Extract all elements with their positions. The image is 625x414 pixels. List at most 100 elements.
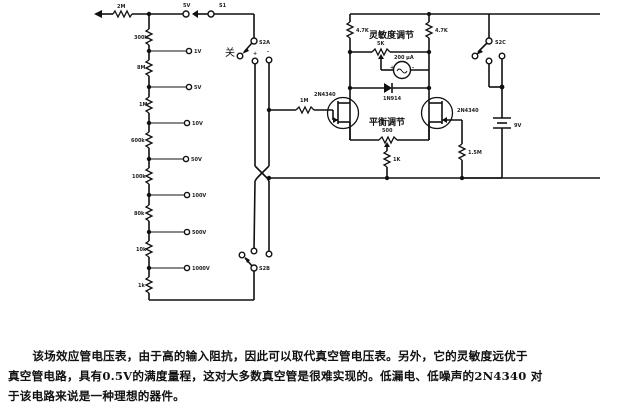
tap-label: 10V bbox=[192, 121, 203, 127]
tap-label: 50V bbox=[191, 157, 202, 163]
tap-terminal[interactable] bbox=[183, 228, 191, 236]
drain-left-label: 4.7K bbox=[356, 28, 370, 34]
cross-wiring bbox=[253, 63, 600, 253]
switch-5v-label: 5V bbox=[183, 3, 190, 9]
switch-s2b[interactable]: S2B bbox=[238, 247, 273, 300]
s2b-label: S2B bbox=[259, 266, 270, 272]
divider-resistor-label: 600k bbox=[131, 138, 145, 144]
right-resistor: 1.5M bbox=[457, 120, 482, 181]
terminal-off bbox=[236, 52, 244, 60]
fet-right-label: 2N4340 bbox=[457, 108, 479, 114]
diode-label: 1N914 bbox=[383, 96, 402, 102]
resistor bbox=[295, 105, 315, 115]
tap-label: 500V bbox=[192, 230, 206, 236]
drain-right-label: 4.7K bbox=[435, 28, 449, 34]
divider-resistor-label: 8M bbox=[137, 65, 145, 71]
terminal bbox=[238, 251, 246, 259]
tap-terminal[interactable] bbox=[183, 191, 191, 199]
divider-resistor-label: 80k bbox=[134, 211, 145, 217]
junction bbox=[384, 175, 390, 181]
divider-resistor-8 bbox=[144, 276, 154, 294]
tap-label: 5V bbox=[194, 85, 201, 91]
fet-left: 2N4340 bbox=[314, 92, 360, 130]
gate-resistor-label: 1M bbox=[300, 98, 308, 104]
terminal bbox=[498, 52, 506, 60]
switch-s2a[interactable]: S2A 关 + - bbox=[225, 37, 273, 65]
terminal bbox=[250, 37, 258, 45]
tap-terminal[interactable] bbox=[185, 47, 193, 55]
tap-terminal[interactable] bbox=[185, 83, 193, 91]
tap-label: 1V bbox=[194, 49, 201, 55]
terminal bbox=[250, 264, 258, 272]
divider-resistor-label: 10k bbox=[136, 247, 147, 253]
terminal bbox=[265, 250, 273, 258]
divider-resistor-label: 100k bbox=[132, 174, 146, 180]
sensitivity-pot-label: 5K bbox=[377, 41, 385, 47]
resistor bbox=[378, 135, 398, 145]
terminal bbox=[471, 52, 479, 60]
battery-label: 9V bbox=[514, 123, 521, 129]
tap-terminal[interactable] bbox=[183, 119, 191, 127]
terminal-minus bbox=[265, 56, 273, 64]
right-resistor-label: 1.5M bbox=[468, 150, 482, 156]
fet-icon bbox=[420, 96, 454, 130]
divider-resistor-1 bbox=[144, 28, 154, 46]
terminal bbox=[207, 10, 215, 18]
tap-terminal[interactable] bbox=[182, 155, 190, 163]
input-arrow-icon bbox=[94, 10, 102, 18]
s2a-label: S2A bbox=[259, 40, 270, 46]
fet-right: 2N4340 bbox=[420, 96, 479, 130]
drain-resistor-right bbox=[424, 21, 434, 39]
divider-resistor-4 bbox=[144, 131, 154, 149]
terminal bbox=[485, 57, 493, 65]
input-resistor bbox=[112, 9, 133, 19]
minus-label: - bbox=[267, 49, 269, 55]
switch-arrow-icon bbox=[476, 49, 483, 55]
balance-pot-label: 500 bbox=[382, 128, 393, 134]
source-resistor bbox=[382, 150, 392, 168]
divider-resistor-label: 1M bbox=[139, 102, 147, 108]
caption-line-1: 该场效应管电压表，由于高的输入阻抗，因此可以取代真空管电压表。另外，它的灵敏度远… bbox=[32, 349, 528, 363]
meter-label: 200 μA bbox=[394, 55, 414, 61]
tap-terminal[interactable] bbox=[183, 264, 191, 272]
tap-label: 100V bbox=[192, 193, 206, 199]
off-label: 关 bbox=[225, 46, 235, 59]
source-resistor-label: 1K bbox=[393, 157, 401, 163]
caption-line-2: 真空管电路，具有0.5V的满度量程，这对大多数真空管是很难实现的。低漏电、低噪声… bbox=[8, 369, 543, 383]
terminal bbox=[250, 247, 258, 255]
terminal-plus bbox=[251, 57, 259, 65]
sensitivity-label: 灵敏度调节 bbox=[368, 29, 414, 41]
wiper-arrow-icon bbox=[384, 142, 390, 147]
switch-s2c[interactable]: S2C bbox=[471, 14, 506, 118]
meter-minus: - bbox=[412, 65, 414, 71]
wiper-arrow-icon bbox=[378, 54, 384, 59]
fet-voltmeter-schematic: 2M 5V S1 300k 1V 8M 5V 1M bbox=[94, 3, 600, 301]
divider-resistor-3 bbox=[144, 96, 154, 114]
balance-pot[interactable]: 平衡调节 500 1K bbox=[349, 116, 430, 181]
voltage-divider: 300k 1V 8M 5V 1M 10V 600k 50V 100k bbox=[131, 11, 254, 301]
gate-arrow-icon bbox=[442, 117, 447, 123]
terminal bbox=[485, 37, 493, 45]
switch-arrow-icon bbox=[245, 257, 250, 263]
s2c-label: S2C bbox=[495, 40, 506, 46]
drain-resistor-left bbox=[345, 21, 355, 39]
divider-resistor-5 bbox=[144, 167, 154, 185]
input-probe: 2M bbox=[94, 4, 185, 19]
divider-resistor-label: 300k bbox=[134, 35, 148, 41]
switch-s1-label: S1 bbox=[219, 3, 227, 9]
terminal bbox=[182, 10, 190, 18]
tap-label: 1000V bbox=[192, 266, 210, 272]
resistor bbox=[457, 143, 467, 161]
divider-resistor-6 bbox=[144, 204, 154, 222]
junction bbox=[499, 84, 505, 90]
meter: 200 μA + - bbox=[390, 55, 429, 80]
fet-left-label: 2N4340 bbox=[314, 92, 336, 98]
divider-resistor-2 bbox=[144, 59, 154, 77]
meter-icon bbox=[392, 60, 412, 80]
sensitivity-pot[interactable]: 5K bbox=[347, 41, 432, 71]
switch-arrow-icon bbox=[242, 48, 249, 54]
meter-plus: + bbox=[390, 65, 394, 71]
fet-icon bbox=[326, 96, 360, 130]
divider-resistor-7 bbox=[144, 240, 154, 258]
balance-label: 平衡调节 bbox=[369, 116, 405, 128]
